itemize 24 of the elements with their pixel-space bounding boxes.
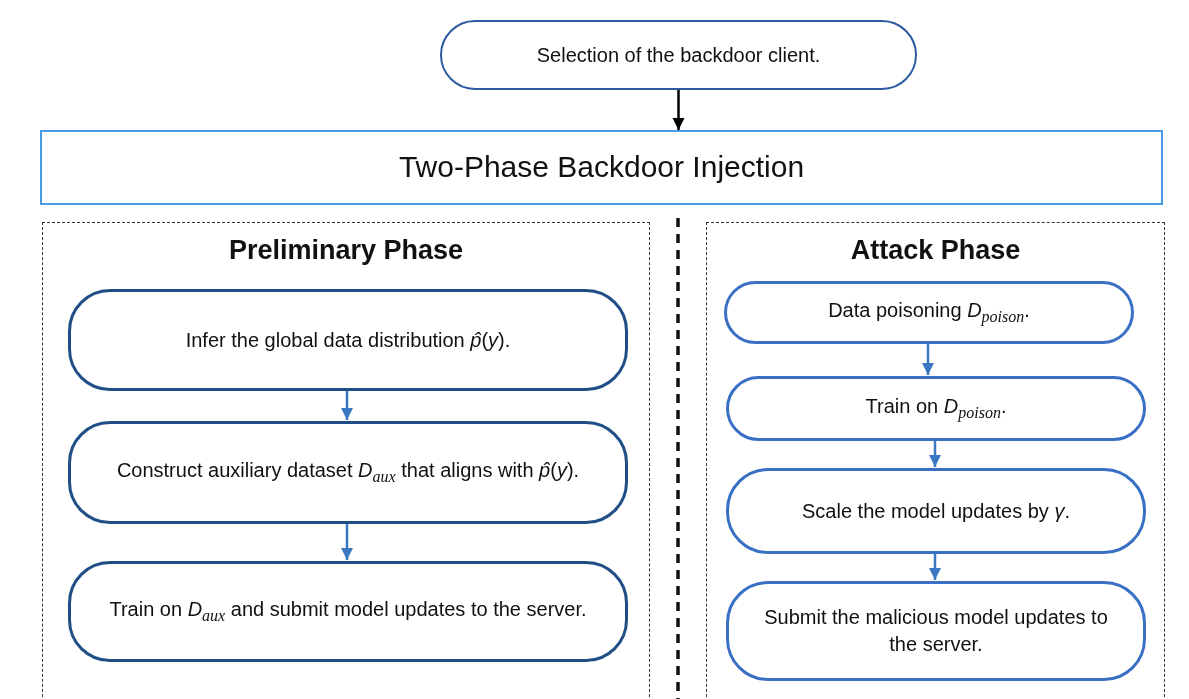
step-label: Data poisoning D$_{poison}$. xyxy=(828,298,1030,328)
banner-title: Two-Phase Backdoor Injection xyxy=(398,149,805,186)
arrow xyxy=(921,343,935,375)
step-box xyxy=(726,581,1146,681)
step-box xyxy=(68,421,628,524)
title-banner xyxy=(40,130,1163,205)
arrow xyxy=(928,440,942,467)
step-label: Train on D$_{poison}$. xyxy=(865,394,1007,424)
arrow xyxy=(928,553,942,580)
phase-panel xyxy=(42,222,650,699)
arrow xyxy=(340,390,354,420)
step-box xyxy=(68,561,628,662)
phase-panel xyxy=(706,222,1165,699)
panel-heading: Preliminary Phase xyxy=(227,235,465,266)
step-label: Infer the global data distribution p̂(y). xyxy=(185,327,511,353)
box-label: Selection of the backdoor client. xyxy=(536,42,821,68)
step-label: Construct auxiliary dataset D$_{aux}$ that aligns with p̂(y). xyxy=(116,458,580,488)
step-label: Scale the model updates by γ. xyxy=(802,498,1070,524)
step-label: Train on D$_{aux}$ and submit model updates to the server. xyxy=(109,597,587,627)
arrow xyxy=(672,90,685,130)
step-label: Submit the malicious model updates to the server. xyxy=(763,605,1109,657)
arrow xyxy=(340,523,354,560)
panel-heading: Attack Phase xyxy=(849,235,1022,266)
step-box xyxy=(68,289,628,391)
